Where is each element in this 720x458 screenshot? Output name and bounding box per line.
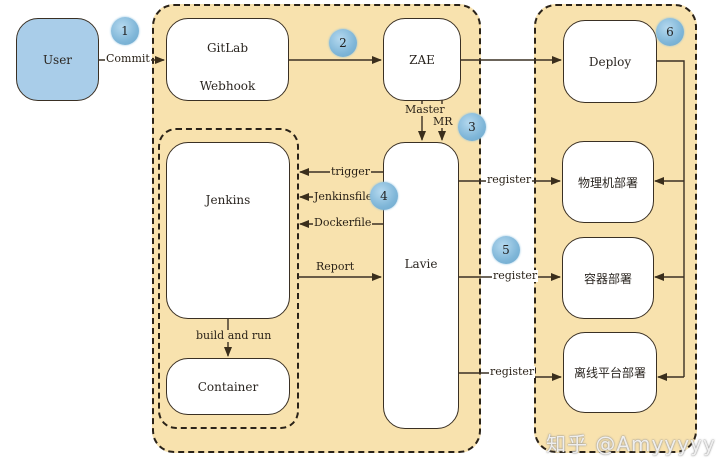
jenkinsfile-label: Jenkinsfile [313,190,374,203]
jenkins-label: Jenkins [205,193,251,207]
step-badge-6: 6 [656,18,684,46]
lavie-label: Lavie [404,256,438,271]
step-number: 3 [468,120,476,134]
report-label: Report [316,260,355,273]
step-number: 6 [666,25,674,39]
step-number: 2 [339,36,347,50]
edge-deploy-bus [656,60,685,377]
step-badge-4: 4 [370,182,398,210]
user-node[interactable]: User [16,18,99,101]
offline-deploy-node[interactable]: 离线平台部署 [563,332,657,413]
jenkins-group [158,128,299,429]
deploy-label: Deploy [588,54,632,69]
user-label: User [42,52,73,67]
master-label: Master [404,103,446,116]
jenkins-node[interactable]: Jenkins [166,142,290,319]
offline-deploy-label: 离线平台部署 [573,366,646,380]
build-and-run-label: build and run [195,329,273,342]
register-label-2: register [492,269,539,282]
deploy-node[interactable]: Deploy [563,20,657,103]
step-number: 5 [502,243,510,257]
mr-label: MR [432,115,454,128]
step-number: 4 [380,189,388,203]
zae-node[interactable]: ZAE [383,18,461,101]
container-label: Container [197,379,259,394]
webhook-label: Webhook [199,79,256,93]
step-number: 1 [121,24,129,38]
gitlab-node[interactable]: GitLab Webhook [166,18,289,101]
container-node[interactable]: Container [166,358,290,415]
step-badge-5: 5 [492,236,520,264]
container-deploy-node[interactable]: 容器部署 [562,237,654,319]
step-badge-1: 1 [111,17,139,45]
container-deploy-label: 容器部署 [583,271,632,286]
physical-deploy-label: 物理机部署 [577,175,638,190]
step-badge-2: 2 [329,29,357,57]
watermark: 知乎 @Amyyyyy [546,432,716,456]
commit-label: Commit [105,52,151,65]
lavie-node[interactable]: Lavie [383,142,459,429]
zae-label: ZAE [409,52,435,67]
dockerfile-label: Dockerfile [313,216,373,229]
step-badge-3: 3 [458,113,486,141]
gitlab-label: GitLab [206,41,249,55]
register-label-1: register [486,173,533,186]
trigger-label: trigger [330,165,372,178]
physical-deploy-node[interactable]: 物理机部署 [562,141,654,223]
register-label-3: register [489,365,536,378]
